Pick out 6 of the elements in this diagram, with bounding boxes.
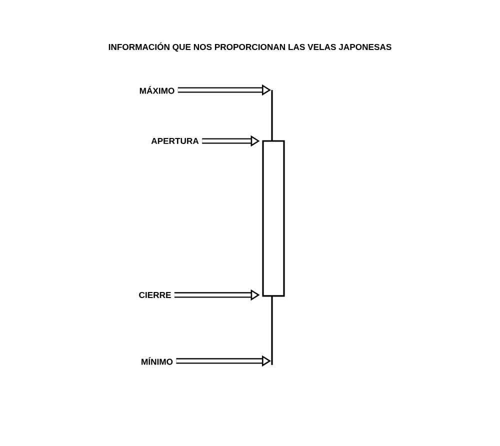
candlestick-drawing — [262, 90, 285, 365]
price-label: CIERRE — [139, 292, 171, 298]
price-label: MÁXIMO — [140, 86, 174, 94]
price-label: APERTURA — [151, 138, 199, 144]
price-label: MÍNIMO — [142, 357, 173, 365]
title: INFORMACIÓN QUE NOS PROPORCIONAN LAS VELAS JAPONESAS — [108, 42, 392, 52]
